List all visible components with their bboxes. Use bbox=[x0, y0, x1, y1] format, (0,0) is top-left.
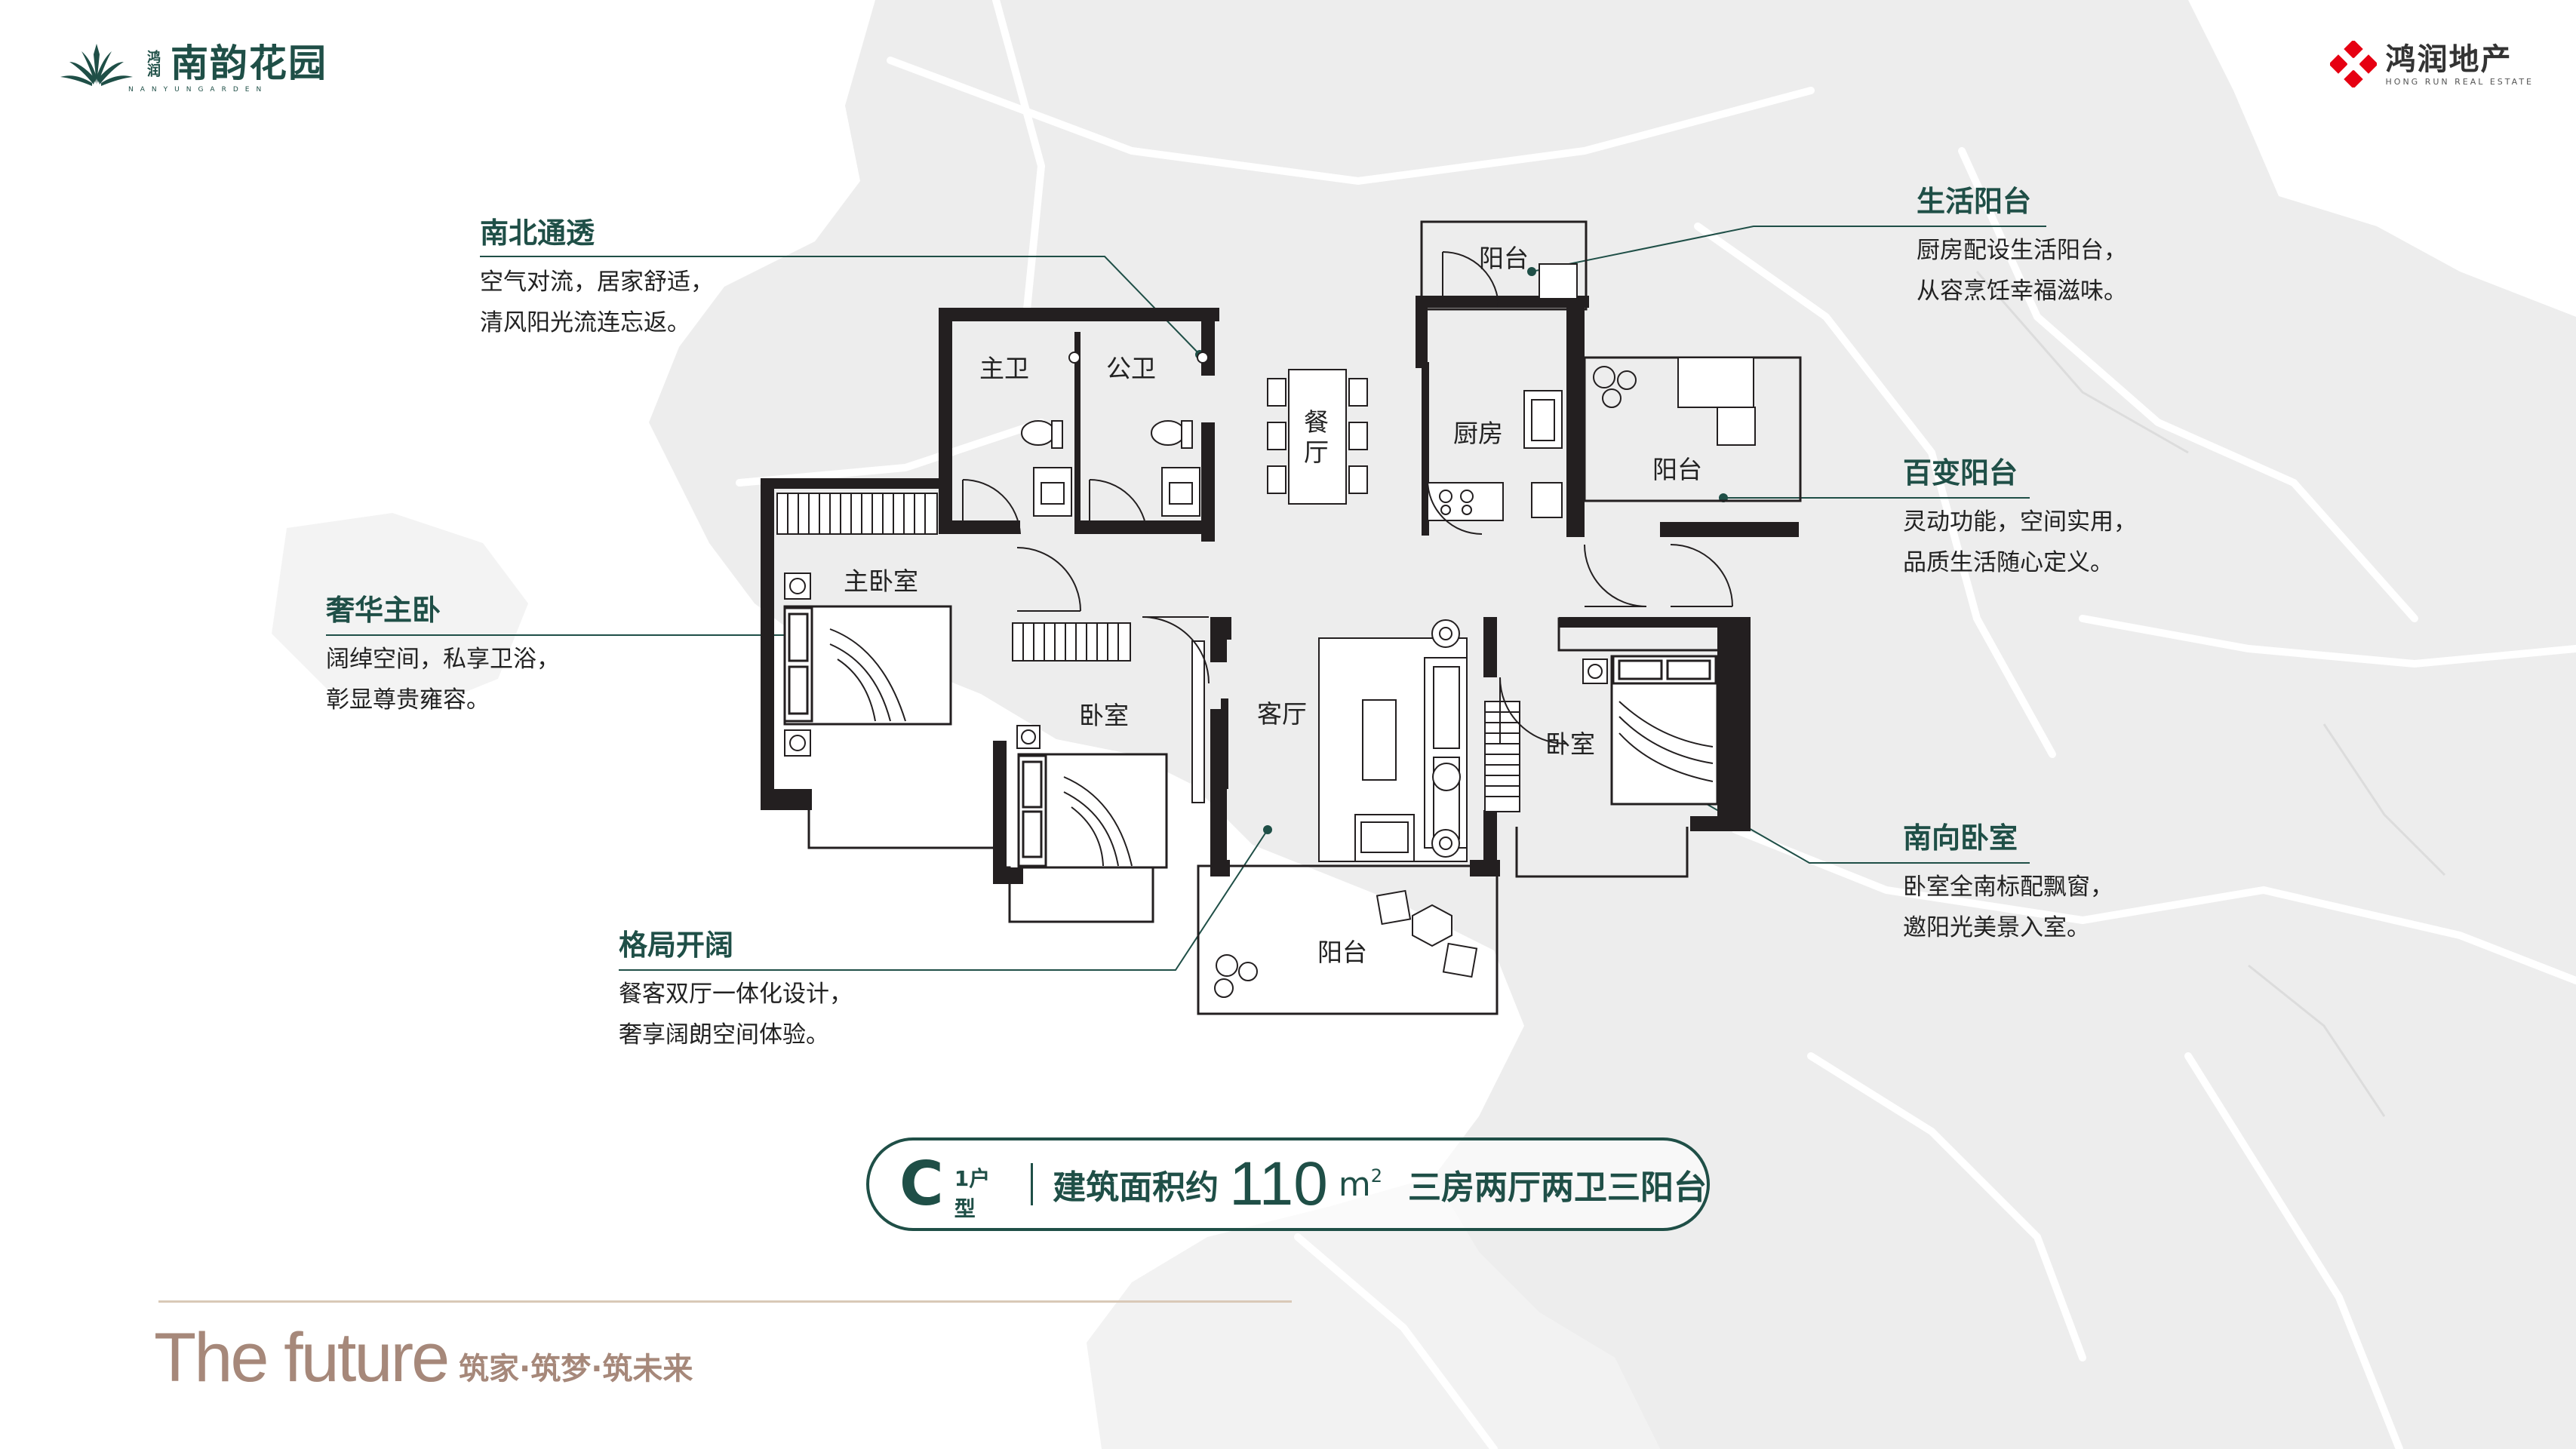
unit-type-label: 1户型 bbox=[954, 1166, 991, 1221]
callout-north-south: 南北通透 空气对流，居家舒适， 清风阳光流连忘返。 bbox=[480, 210, 714, 343]
bed-covers bbox=[829, 628, 1714, 867]
room-bedroom-right: 卧室 bbox=[1545, 729, 1595, 759]
callout-line: 卧室全南标配飘窗， bbox=[1903, 873, 2113, 901]
door-swings bbox=[962, 251, 1733, 744]
callout-title: 奢华主卧 bbox=[326, 594, 441, 627]
banner-divider bbox=[1031, 1163, 1034, 1205]
callout-south-bedroom: 南向卧室 卧室全南标配飘窗， 邀阳光美景入室。 bbox=[1903, 815, 2113, 948]
callout-line: 阔绰空间，私享卫浴， bbox=[326, 646, 560, 673]
callout-line: 灵动功能，空间实用， bbox=[1903, 508, 2137, 536]
callout-title: 南北通透 bbox=[480, 216, 595, 250]
callout-line: 清风阳光流连忘返。 bbox=[480, 309, 690, 336]
callout-life-balcony: 生活阳台 厨房配设生活阳台， 从容烹饪幸福滋味。 bbox=[1917, 178, 2127, 312]
callout-line: 邀阳光美景入室。 bbox=[1903, 914, 2090, 941]
wardrobes bbox=[776, 493, 1520, 812]
brand-name: 南韵花园 bbox=[171, 41, 327, 85]
unit-info-banner: C 1户型 建筑面积约 110 m2 三房两厅两卫三阳台 bbox=[866, 1137, 1710, 1231]
developer-subtitle: HONG RUN REAL ESTATE bbox=[2385, 76, 2534, 87]
callout-line: 品质生活随心定义。 bbox=[1903, 549, 2113, 576]
room-master-bath: 主卫 bbox=[979, 354, 1029, 383]
callout-line: 从容烹饪幸福滋味。 bbox=[1917, 278, 2127, 305]
room-dining: 餐 厅 bbox=[1304, 407, 1329, 467]
area-unit: m2 bbox=[1339, 1165, 1382, 1204]
brand-subtitle: NANYUNGARDEN bbox=[128, 86, 269, 94]
diamond-logo-icon bbox=[2329, 41, 2377, 87]
area-value: 110 bbox=[1229, 1150, 1328, 1218]
area-unit-base: m bbox=[1338, 1165, 1371, 1204]
room-bedroom-mid: 卧室 bbox=[1079, 701, 1129, 730]
callout-layout: 格局开阔 餐客双厅一体化设计， 奢享阔朗空间体验。 bbox=[619, 922, 853, 1055]
walls bbox=[761, 296, 1799, 884]
dining-table bbox=[1267, 369, 1368, 505]
room-balcony-bottom: 阳台 bbox=[1317, 938, 1367, 967]
callout-line: 空气对流，居家舒适， bbox=[480, 269, 714, 296]
callout-line: 奢享阔朗空间体验。 bbox=[619, 1021, 829, 1048]
layout-description: 三房两厅两卫三阳台 bbox=[1408, 1168, 1707, 1207]
area-prefix: 建筑面积约 bbox=[1053, 1168, 1219, 1207]
unit-type-letter: C bbox=[899, 1149, 944, 1219]
kitchen-fixtures bbox=[1427, 263, 1578, 521]
plant-decor bbox=[1214, 366, 1637, 998]
room-living: 客厅 bbox=[1257, 699, 1307, 729]
slogan-chinese: 筑家·筑梦·筑未来 bbox=[459, 1352, 693, 1386]
brand-badge: 鸿润 bbox=[145, 50, 161, 77]
callout-title: 格局开阔 bbox=[619, 929, 734, 962]
slogan-divider bbox=[158, 1300, 1292, 1303]
callout-line: 餐客双厅一体化设计， bbox=[619, 981, 853, 1008]
area-unit-sup: 2 bbox=[1370, 1165, 1382, 1187]
callout-line: 彰显尊贵雍容。 bbox=[326, 686, 490, 714]
callout-title: 南向卧室 bbox=[1903, 821, 2018, 855]
bathroom-fixtures bbox=[1021, 352, 1209, 517]
developer-name: 鸿润地产 bbox=[2385, 41, 2513, 77]
balcony-furniture bbox=[1376, 357, 1756, 978]
callout-master: 奢华主卧 阔绰空间，私享卫浴， 彰显尊贵雍容。 bbox=[326, 587, 560, 720]
lamps bbox=[784, 573, 1608, 757]
brand-logo-right: 鸿润地产 HONG RUN REAL ESTATE bbox=[2329, 41, 2534, 87]
room-kitchen: 厨房 bbox=[1453, 419, 1503, 448]
living-furniture bbox=[1318, 619, 1468, 862]
callout-flex-balcony: 百变阳台 灵动功能，空间实用， 品质生活随心定义。 bbox=[1903, 450, 2137, 583]
room-balcony-top: 阳台 bbox=[1479, 244, 1529, 273]
brand-logo-left: 鸿润 南韵花园 bbox=[59, 39, 327, 87]
leaf-logo-icon bbox=[60, 44, 133, 86]
callout-title: 百变阳台 bbox=[1903, 456, 2018, 490]
callout-line: 厨房配设生活阳台， bbox=[1917, 237, 2127, 264]
room-master-bedroom: 主卧室 bbox=[844, 566, 918, 596]
room-public-bath: 公卫 bbox=[1106, 354, 1156, 383]
slogan-english: The future bbox=[154, 1319, 450, 1396]
callout-title: 生活阳台 bbox=[1917, 185, 2032, 218]
room-balcony-right: 阳台 bbox=[1652, 455, 1702, 484]
beds bbox=[783, 605, 1719, 869]
